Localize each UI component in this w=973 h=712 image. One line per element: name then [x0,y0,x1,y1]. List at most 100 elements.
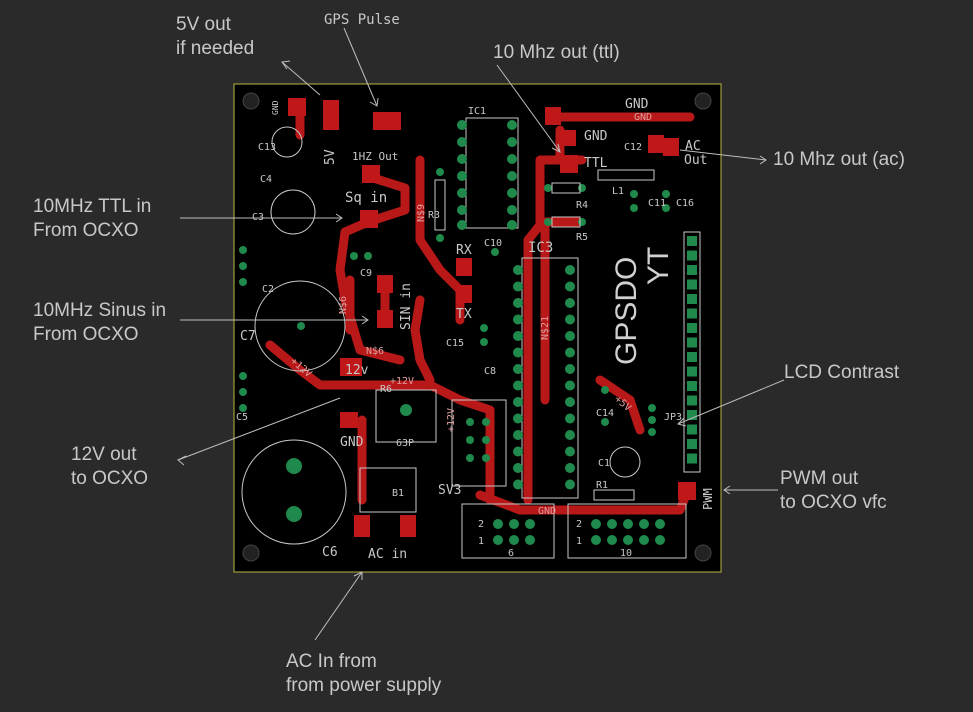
svg-text:6: 6 [508,548,514,559]
lcd-header-pin [687,366,697,377]
pad-sin-in: SIN in [399,283,414,330]
ic3-pin [513,314,523,325]
ic3-pin [565,281,575,292]
part-ic1: IC1 [468,106,486,117]
ic3-pin [513,347,523,358]
net-n6-b: N$6 [366,346,384,357]
ic3-pin [513,446,523,457]
annotation-12v-out: 12V out to OCXO [71,444,149,489]
ic3-pin [513,331,523,341]
ic3-pin [513,281,523,292]
part-c15: C15 [446,338,464,349]
part-c16: C16 [676,198,694,209]
header-pins [239,168,670,545]
pad-1hz-out: 1HZ Out [352,150,398,163]
ic3-pin [513,430,523,440]
annotation-10mhz-out-ac: 10 Mhz out (ac) [773,149,905,170]
part-63p: 63P [396,438,414,449]
part-c9: C9 [360,268,372,279]
pad-ttl: TTL [584,156,608,171]
ic3-pin [565,430,575,440]
pad-ac-in: AC in [368,547,407,562]
pad-tx: TX [456,307,472,322]
lcd-header-pin [687,236,697,246]
part-c2: C2 [262,284,274,295]
part-l1: L1 [612,186,624,197]
ic3-pin [513,298,523,308]
mounting-holes [242,92,712,562]
lcd-header-pin [687,337,697,348]
part-c8: C8 [484,366,496,377]
svg-text:1: 1 [478,536,484,547]
pad-gnd-top: GND [625,97,649,112]
pad-gnd-mid: GND [584,129,608,144]
board-title: GPSDO [610,257,643,365]
ic3-pin [565,347,575,358]
lcd-header-pins [687,236,697,464]
ic3-pin [565,265,575,275]
part-c5: C5 [236,412,248,423]
lcd-header-pin [687,395,697,406]
ic3-pin [565,380,575,391]
ic3 [513,257,579,499]
pcb-board [233,83,722,573]
ic3-pin [513,397,523,407]
board-initials: YT [642,247,675,285]
arrow-heads [177,60,767,580]
lcd-header-pin [687,352,697,362]
net-gnd-top: GND [634,112,652,123]
part-c7: C7 [240,329,256,344]
ic3-pin [513,380,523,391]
net-n6-a: N$6 [338,296,349,314]
pad-5v: 5V [323,149,338,165]
ic3-pin [565,331,575,341]
part-c11: C11 [648,198,666,209]
part-c4: C4 [260,174,272,185]
svg-text:2: 2 [478,519,484,530]
part-c12: C12 [624,142,642,153]
smd-pads [288,98,696,537]
ic3-pin [565,314,575,325]
part-c3: C3 [252,212,264,223]
ic3-pin [513,479,523,490]
leader-lines [177,27,785,641]
part-jp3: JP3 [664,412,682,423]
pad-pwm: PWM [701,488,715,510]
part-labels: IC1 IC3 C1 C2 C3 C4 C5 C6 C7 C8 C9 C10 C… [236,106,694,560]
ic3-pin [565,397,575,407]
net-n21: N$21 [540,316,551,340]
part-r4: R4 [576,200,588,211]
pad-12v: 12v [345,363,369,378]
ic3-pin [513,265,523,275]
lcd-header [683,231,701,473]
part-c14: C14 [596,408,614,419]
pad-rx: RX [456,243,472,258]
ic3-pin [565,446,575,457]
pad-out: Out [684,153,707,168]
part-r6: R6 [380,384,392,395]
svg-text:1: 1 [576,536,582,547]
part-r3: R3 [428,210,440,221]
lcd-header-pin [687,250,697,261]
net-gnd-bottom: GND [538,506,556,517]
part-c10: C10 [484,238,502,249]
ic3-pin [565,463,575,473]
ic3-pin [513,364,523,374]
net-12v-c: +12V [446,408,457,432]
net-n9: N$9 [416,204,427,222]
lcd-header-pin [687,323,697,333]
annotation-ttl-in: 10MHz TTL in From OCXO [33,196,152,241]
pad-gnd-small: GND [271,100,280,115]
ic3-pin [565,364,575,374]
annotation-5v-out: 5V out if needed [176,14,255,59]
ic1 [457,117,519,230]
part-r1: R1 [596,480,608,491]
lcd-header-pin [687,279,697,290]
copper-traces [265,105,695,515]
part-c6: C6 [322,545,338,560]
part-r5: R5 [576,232,588,243]
part-b1: B1 [392,488,404,499]
pad-sq-in: Sq in [345,190,387,206]
part-c1: C1 [598,458,610,469]
